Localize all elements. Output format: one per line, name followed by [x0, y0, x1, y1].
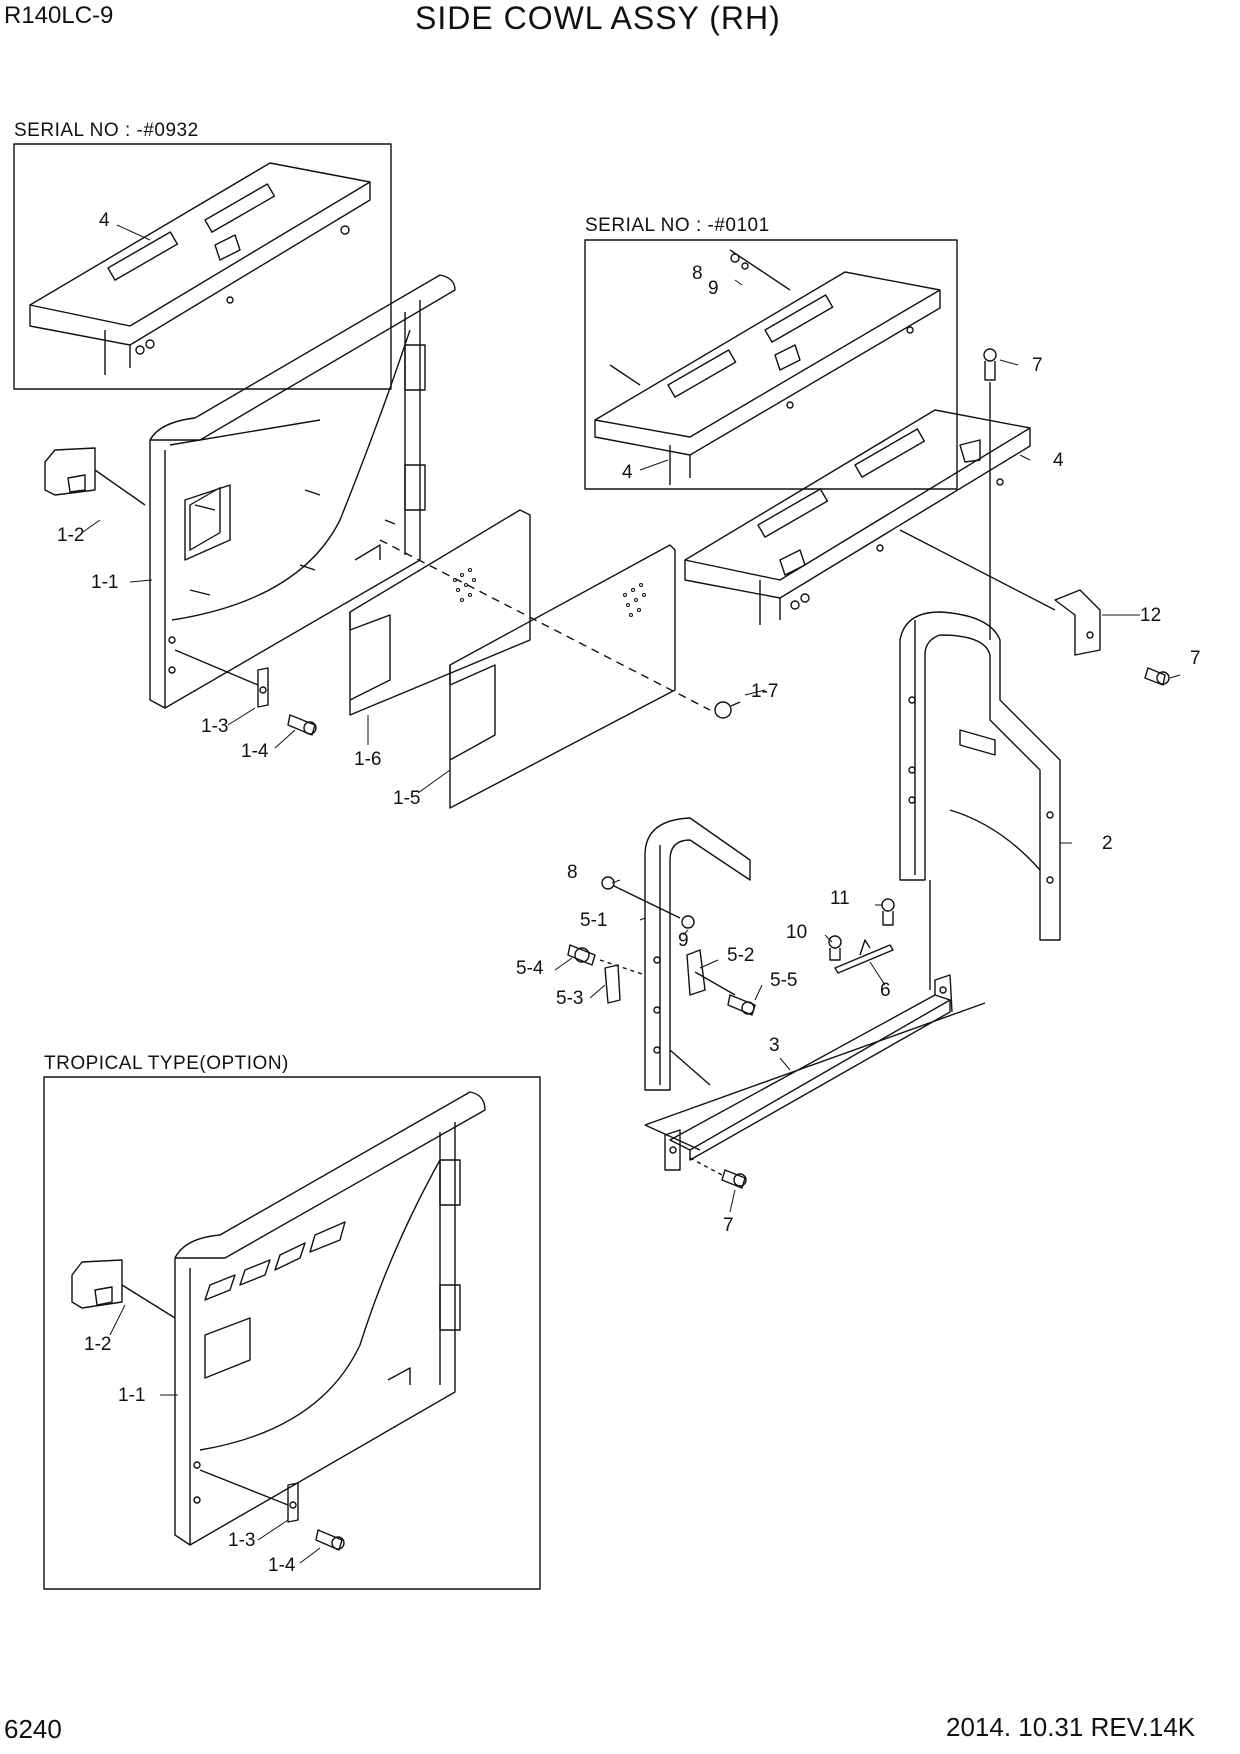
bolt-11 [881, 898, 895, 926]
leader-lines [82, 224, 1181, 1564]
callout-1-3: 1-3 [201, 716, 229, 737]
callout-1-4: 1-4 [241, 741, 269, 762]
callout-4: 4 [622, 462, 633, 483]
section-label-serial-0101: SERIAL NO : -#0101 [585, 215, 770, 236]
callout-5-5: 5-5 [770, 970, 798, 991]
callout-9: 9 [678, 930, 689, 951]
model-number: R140LC-9 [4, 2, 114, 29]
bolt-1-4-top [287, 714, 317, 736]
callout-1-5: 1-5 [393, 788, 421, 809]
perforation-pattern [453, 568, 476, 602]
section-box-serial-0932 [13, 143, 392, 390]
callout-1-1: 1-1 [118, 1385, 146, 1406]
callout-1-7: 1-7 [751, 681, 779, 702]
inner-plate-1-6 [349, 509, 531, 716]
callout-5-4: 5-4 [516, 958, 544, 979]
side-cowl-panel-1-1-top [149, 274, 456, 709]
bolt-8-lower [601, 876, 681, 919]
cross-member-3 [644, 880, 986, 1171]
callout-9: 9 [708, 278, 719, 299]
revision-date: 2014. 10.31 REV.14K [946, 1712, 1196, 1742]
section-label-serial-0932: SERIAL NO : -#0932 [14, 120, 199, 141]
section-box-tropical [43, 1076, 541, 1590]
callout-1-4: 1-4 [268, 1555, 296, 1576]
callout-1-6: 1-6 [354, 749, 382, 770]
bracket-5-2 [686, 949, 736, 996]
side-cowl-panel-1-1-tropical [174, 1091, 486, 1546]
callout-7: 7 [1032, 355, 1043, 376]
callout-7: 7 [723, 1215, 734, 1236]
callout-12: 12 [1140, 605, 1162, 626]
bolt-10 [828, 935, 842, 961]
page-number: 6240 [4, 1714, 62, 1744]
clip-1-3-tropical [199, 1469, 299, 1523]
page-title: SIDE COWL ASSY (RH) [415, 0, 781, 36]
bracket-plate-4-serial-0101 [594, 249, 941, 485]
perforation-pattern [623, 583, 646, 617]
bolt-5-4 [567, 944, 646, 976]
callout-7: 7 [1190, 648, 1201, 669]
callout-3: 3 [769, 1035, 780, 1056]
callout-4: 4 [99, 210, 110, 231]
callout-6: 6 [880, 980, 891, 1001]
bolt-1-4-tropical [315, 1529, 345, 1551]
callout-1-1: 1-1 [91, 572, 119, 593]
bracket-5-3 [604, 964, 621, 1004]
callout-8: 8 [567, 862, 578, 883]
callout-4: 4 [1053, 450, 1064, 471]
callout-5-3: 5-3 [556, 988, 584, 1009]
bolt-5-5 [727, 994, 756, 1016]
bracket-12 [899, 529, 1101, 656]
bracket-plate-4-serial-0932 [29, 162, 371, 375]
section-label-tropical: TROPICAL TYPE(OPTION) [44, 1053, 289, 1074]
callout-10: 10 [786, 922, 808, 943]
knob-1-7 [714, 701, 741, 719]
bolt-7-top [983, 348, 997, 640]
washer-9-lower [681, 915, 695, 929]
bolt-7-bottom [689, 1157, 747, 1189]
vertical-frame-2 [899, 611, 1061, 941]
callout-5-1: 5-1 [580, 910, 608, 931]
callout-1-2: 1-2 [84, 1334, 112, 1355]
lamp-1-2-top [44, 447, 146, 506]
bracket-plate-4-main [684, 409, 1031, 625]
callout-2: 2 [1102, 833, 1113, 854]
callout-11: 11 [830, 888, 850, 909]
bracket-5-1 [644, 817, 751, 1091]
callout-8: 8 [692, 263, 703, 284]
section-box-serial-0101 [584, 239, 958, 490]
rod-clamp-6 [834, 939, 894, 974]
bolt-7-right [1144, 667, 1170, 686]
callout-5-2: 5-2 [727, 945, 755, 966]
callout-1-3: 1-3 [228, 1530, 256, 1551]
outer-plate-1-5 [379, 539, 711, 809]
clip-1-3-top [174, 649, 269, 708]
callout-1-2: 1-2 [57, 525, 85, 546]
lamp-1-2-tropical [71, 1259, 176, 1319]
